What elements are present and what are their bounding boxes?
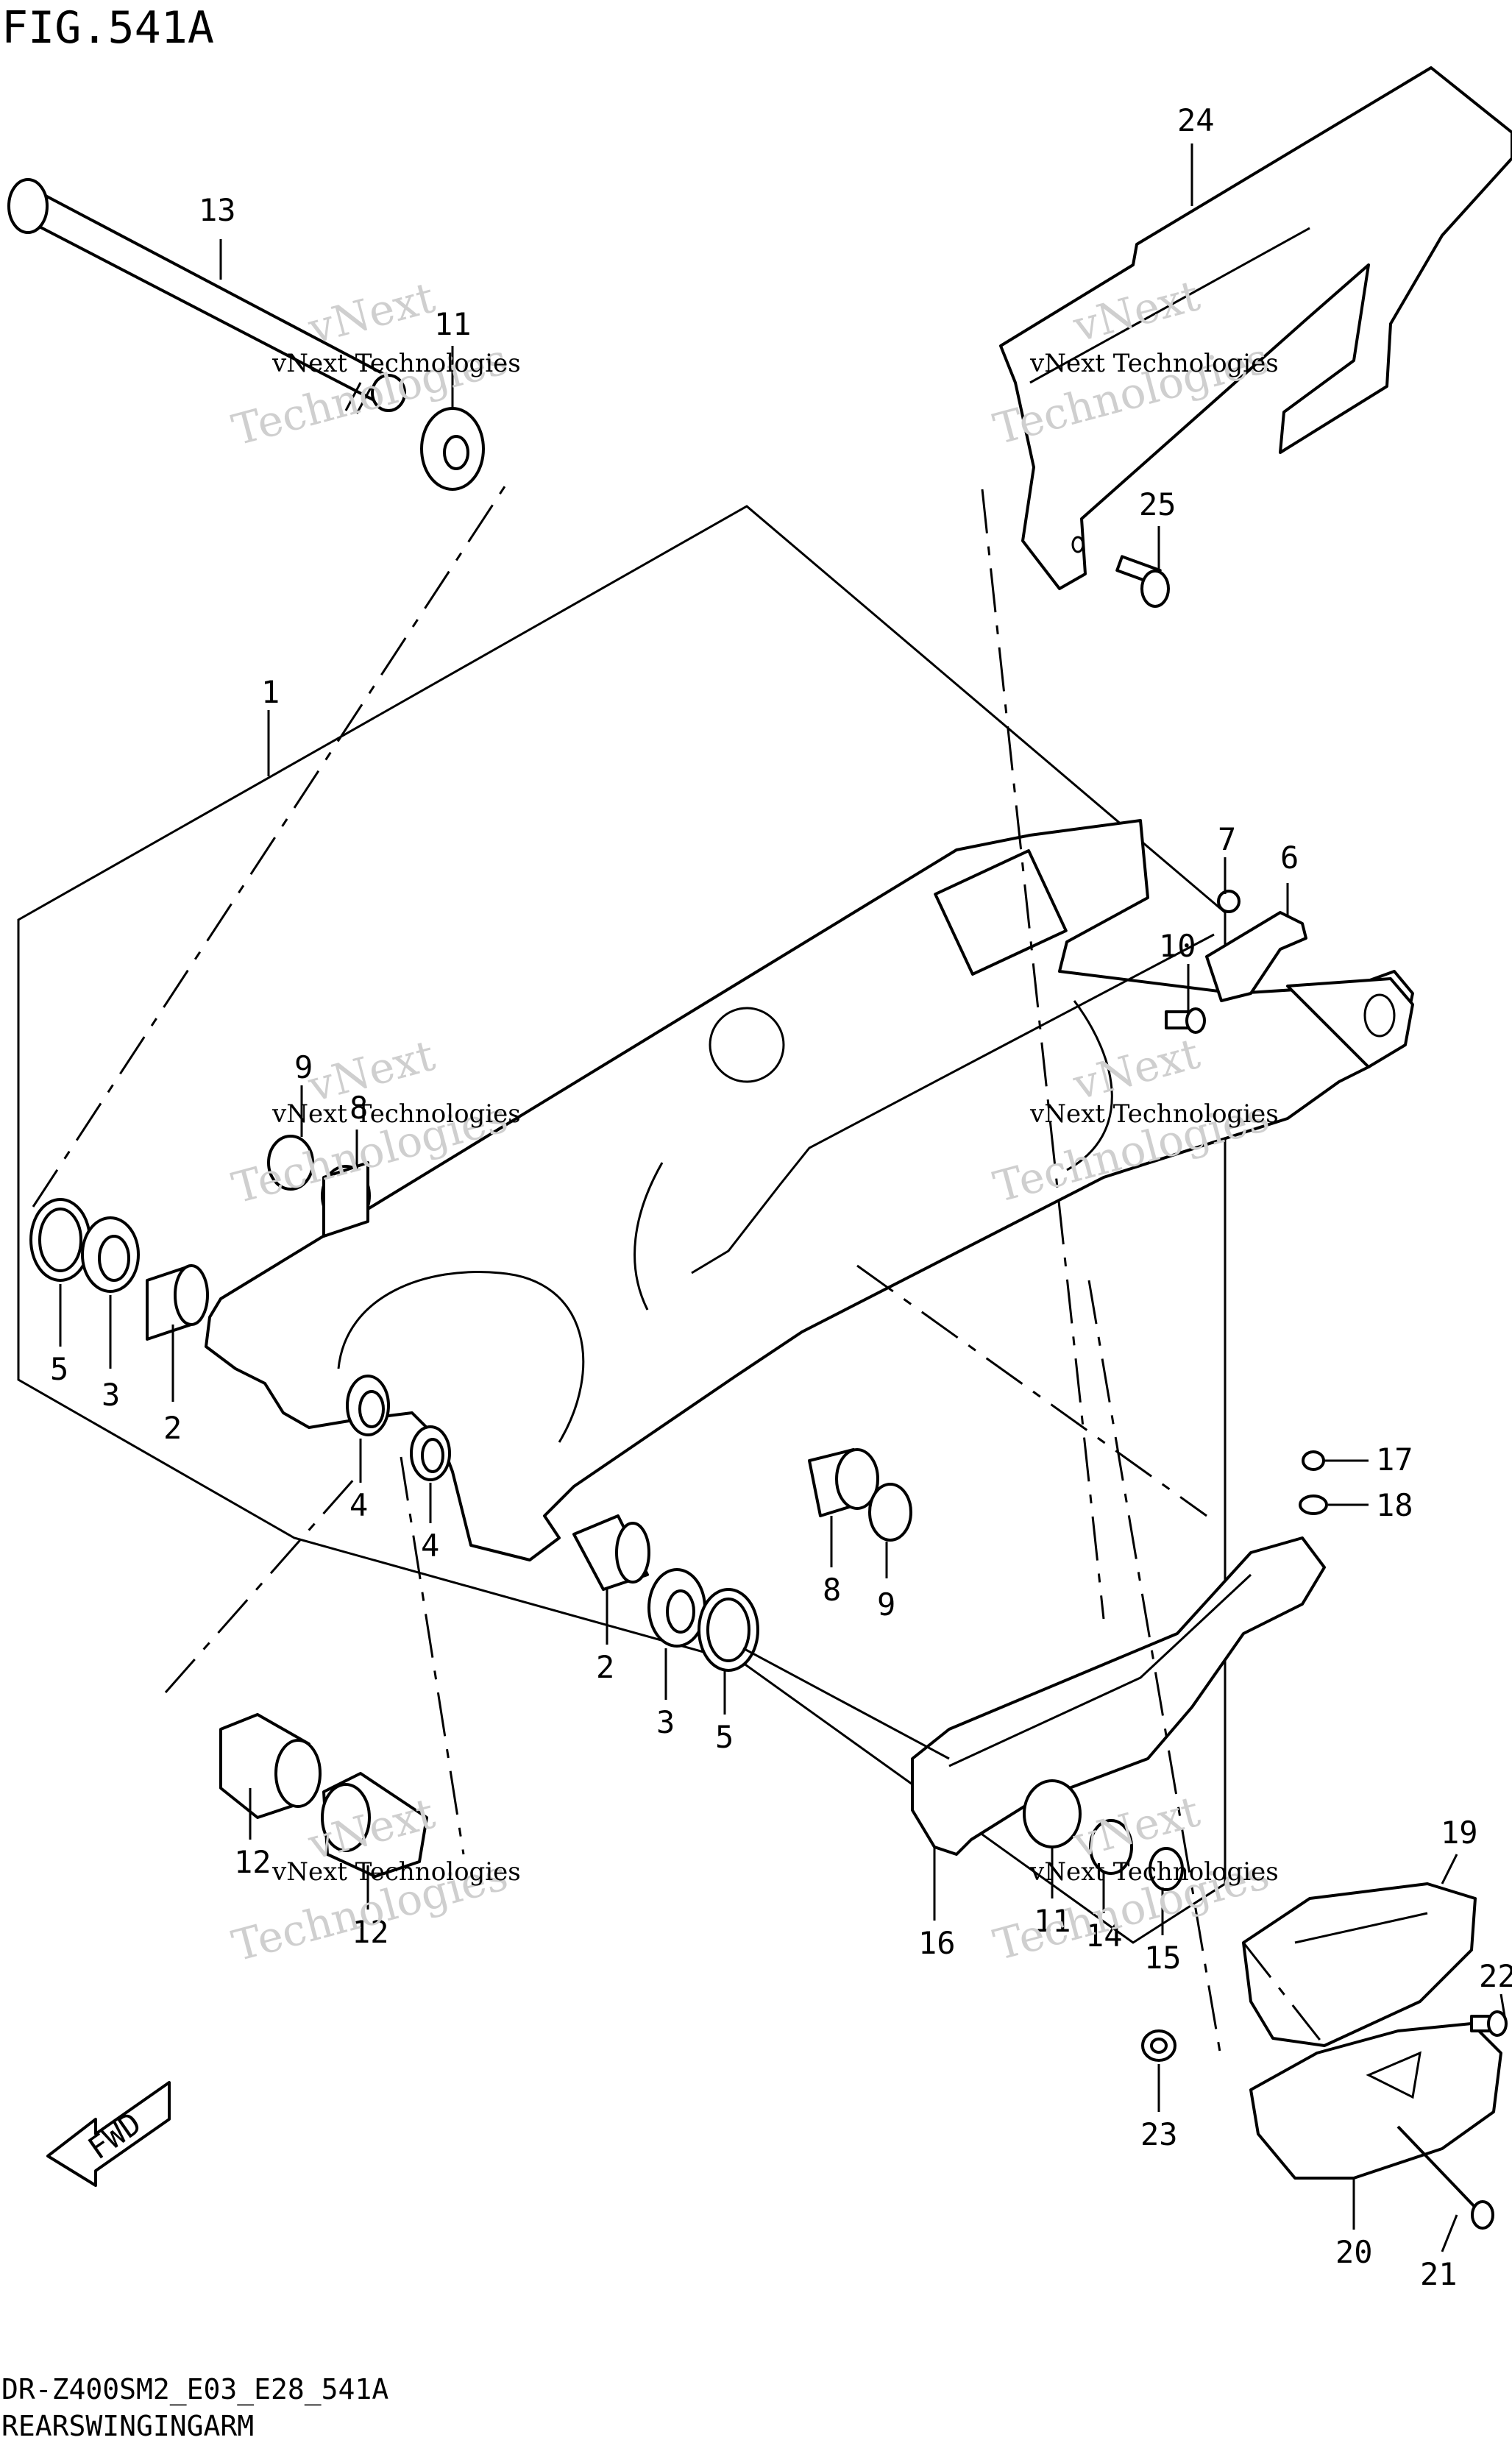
bearing-8-bottom[interactable] xyxy=(808,1448,879,1517)
adjuster-screw[interactable] xyxy=(1217,890,1241,913)
guide-bolt-21[interactable] xyxy=(1396,2125,1494,2230)
callout-20: 20 xyxy=(1335,2234,1373,2270)
callout-1: 1 xyxy=(261,674,280,710)
callout-17: 17 xyxy=(1376,1442,1413,1478)
oil-seal-9-bottom[interactable] xyxy=(868,1483,912,1542)
svg-text:vNext Technologies: vNext Technologies xyxy=(271,1099,521,1129)
align-line-shaft xyxy=(32,481,509,1208)
pivot-washer-top[interactable] xyxy=(420,407,485,491)
bearing-8-top[interactable] xyxy=(321,1161,371,1238)
align-line-collar xyxy=(164,1471,362,1693)
callout-3: 3 xyxy=(102,1377,120,1413)
dust-seal-left[interactable] xyxy=(29,1198,91,1282)
callout-21: 21 xyxy=(1420,2256,1458,2292)
align-line-chaincase xyxy=(981,489,1105,1620)
washer-18[interactable] xyxy=(1299,1494,1328,1515)
swingarm-body[interactable] xyxy=(205,819,1414,1561)
callout-8: 8 xyxy=(349,1090,368,1126)
washer-right[interactable] xyxy=(647,1568,706,1648)
figure-title: FIG.541A xyxy=(1,2,214,54)
callout-15: 15 xyxy=(1144,1940,1182,1976)
oil-seal-9-top[interactable] xyxy=(267,1135,314,1191)
svg-text:vNext: vNext xyxy=(1068,1786,1205,1868)
callout-14: 14 xyxy=(1085,1918,1123,1954)
needle-bearing-left[interactable] xyxy=(146,1264,209,1341)
dust-seal-right[interactable] xyxy=(698,1588,759,1672)
pivot-collar-b[interactable] xyxy=(321,1772,428,1878)
chain-buffer[interactable] xyxy=(911,1536,1326,1856)
svg-text:vNext Technologies: vNext Technologies xyxy=(271,1857,521,1887)
chain-case[interactable] xyxy=(999,66,1512,590)
align-line-guide xyxy=(1087,1280,1223,2061)
callout-9: 9 xyxy=(294,1049,313,1085)
bolt-10[interactable] xyxy=(1165,1007,1206,1034)
callout-4: 4 xyxy=(421,1528,439,1564)
callout-24: 24 xyxy=(1177,102,1215,138)
spacer-4b[interactable] xyxy=(410,1425,451,1481)
callout-3: 3 xyxy=(656,1704,675,1740)
align-line-collar-b xyxy=(400,1456,465,1855)
model-code: DR-Z400SM2_E03_E28_541A xyxy=(1,2373,388,2406)
spacer-4a[interactable] xyxy=(346,1375,390,1436)
callout-10: 10 xyxy=(1159,928,1196,964)
guide-plate[interactable] xyxy=(1249,2022,1502,2180)
callout-22: 22 xyxy=(1479,1958,1512,1994)
pivot-collar-a[interactable] xyxy=(219,1713,322,1819)
callout-12: 12 xyxy=(352,1914,389,1950)
axle-plate[interactable] xyxy=(1205,911,1307,1002)
washer-left[interactable] xyxy=(81,1216,140,1293)
align-line-seal xyxy=(742,1647,950,1760)
callout-23: 23 xyxy=(1140,2116,1178,2152)
callout-5: 5 xyxy=(50,1351,68,1387)
svg-text:vNext Technologies: vNext Technologies xyxy=(1029,1857,1279,1887)
washer-14[interactable] xyxy=(1089,1819,1133,1875)
svg-text:vNext Technologies: vNext Technologies xyxy=(271,349,521,378)
align-line-buffer xyxy=(856,1264,1207,1517)
svg-text:vNext: vNext xyxy=(302,272,440,354)
fwd-arrow-icon: FWD xyxy=(46,2081,171,2187)
callout-19: 19 xyxy=(1441,1815,1478,1851)
screw-17[interactable] xyxy=(1302,1450,1325,1471)
callout-2: 2 xyxy=(163,1410,182,1446)
needle-bearing-right[interactable] xyxy=(572,1514,650,1591)
callout-11: 11 xyxy=(1034,1903,1071,1939)
chain-guide[interactable] xyxy=(1242,1882,1477,2047)
callout-8: 8 xyxy=(823,1572,841,1608)
callout-7: 7 xyxy=(1218,821,1236,857)
callout-11: 11 xyxy=(434,306,472,342)
pivot-shaft[interactable] xyxy=(7,178,406,414)
callout-4: 4 xyxy=(349,1487,368,1523)
callout-16: 16 xyxy=(918,1925,956,1961)
swingarm-right-end xyxy=(1286,977,1414,1068)
washer-11-bottom[interactable] xyxy=(1023,1779,1082,1848)
leader-lines xyxy=(59,143,1506,2252)
callout-18: 18 xyxy=(1376,1487,1413,1523)
callout-25: 25 xyxy=(1139,486,1176,522)
guide-bolt-22[interactable] xyxy=(1470,2010,1508,2037)
callout-12: 12 xyxy=(234,1844,271,1880)
callout-6: 6 xyxy=(1280,840,1299,876)
nut-23[interactable] xyxy=(1141,2029,1176,2062)
figure-caption: REARSWINGINGARM xyxy=(1,2410,254,2442)
callout-13: 13 xyxy=(199,192,236,228)
callout-9: 9 xyxy=(877,1586,895,1623)
align-line-guide-b xyxy=(1242,1942,1326,2046)
callout-5: 5 xyxy=(715,1719,734,1755)
screw-15[interactable] xyxy=(1149,1847,1184,1891)
svg-text:vNext Technologies: vNext Technologies xyxy=(1029,1099,1279,1129)
chain-case-bolt[interactable] xyxy=(1115,555,1170,608)
svg-text:vNext Technologies: vNext Technologies xyxy=(1029,349,1279,378)
callout-2: 2 xyxy=(596,1649,614,1685)
